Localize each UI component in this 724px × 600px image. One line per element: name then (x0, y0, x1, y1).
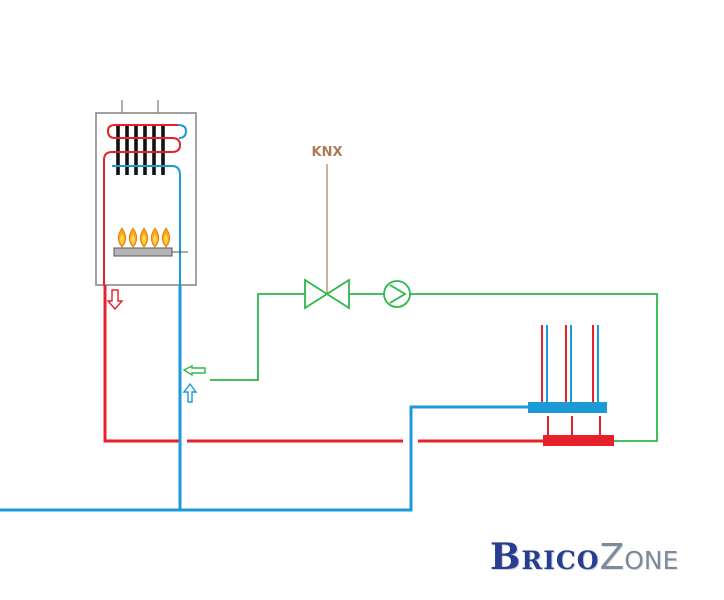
green-loop-pipe (210, 293, 658, 442)
burner (113, 247, 173, 257)
cold-return-pipe (0, 285, 530, 512)
green-flow-left-arrow (182, 364, 206, 377)
cold-flow-up-arrow (182, 382, 198, 403)
knx-label: KNX (312, 145, 343, 160)
boiler (95, 100, 197, 286)
supply-manifold-outlets (547, 416, 601, 435)
supply-manifold (543, 435, 614, 446)
logo-part-brico: Brico (490, 536, 600, 578)
return-manifold (528, 402, 607, 413)
hot-supply-pipe (103, 285, 546, 443)
heat-exchanger-coil-cold (112, 124, 188, 285)
knx-actuated-valve (304, 278, 350, 310)
circulation-pump (383, 280, 411, 308)
burner-flames (117, 227, 171, 248)
heating-circuit-risers (541, 325, 599, 402)
hot-flow-down-arrow (106, 289, 124, 311)
logo-part-zone: Zone (599, 537, 679, 578)
logo-wordmark: BricoZone (490, 536, 716, 588)
heat-exchanger-coil-hot (103, 124, 182, 285)
